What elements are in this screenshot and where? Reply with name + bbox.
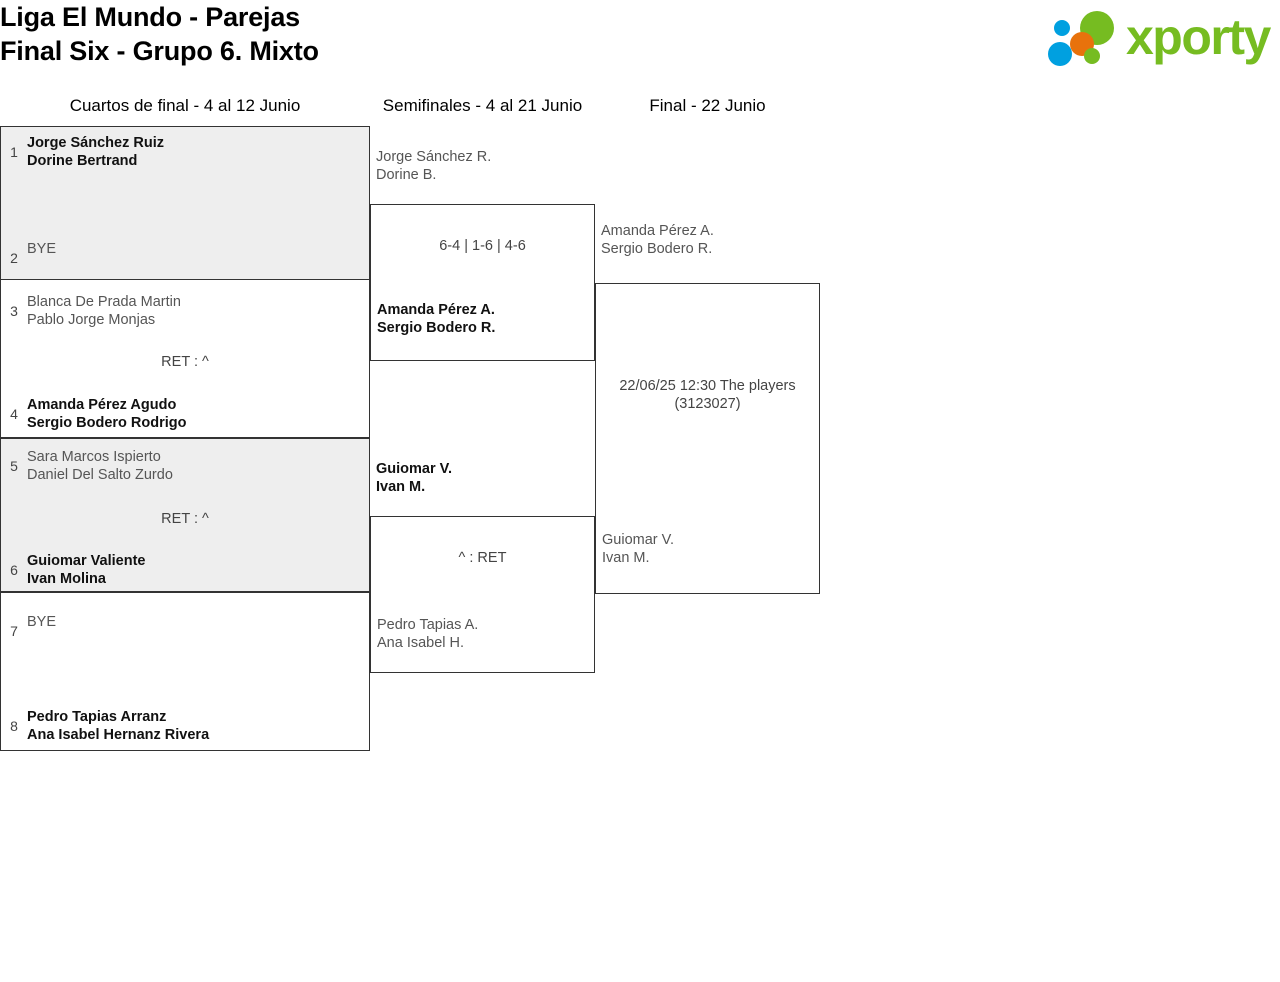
team-names: Pedro Tapias Arranz Ana Isabel Hernanz R… (27, 708, 369, 744)
player-name-1: Amanda Pérez Agudo (27, 397, 177, 413)
player-name-2: Ivan M. (376, 479, 426, 495)
team-names: Jorge Sánchez R. Dorine B. (376, 148, 595, 184)
tournament-name: Liga El Mundo - Parejas (0, 2, 300, 32)
match-slot-top[interactable]: 5 Sara Marcos Ispierto Daniel Del Salto … (1, 448, 369, 484)
logo-dot-blue-large (1048, 42, 1072, 66)
page-title: Liga El Mundo - Parejas Final Six - Grup… (0, 0, 900, 68)
match-sf-1[interactable]: 6-4 | 1-6 | 4-6 Amanda Pérez A. Sergio B… (370, 204, 595, 361)
team-names: Amanda Pérez A. Sergio Bodero R. (377, 301, 594, 337)
player-name-1: Amanda Pérez A. (377, 302, 495, 318)
seed-number: 2 (10, 250, 18, 266)
player-name-1: Sara Marcos Ispierto (27, 449, 161, 465)
logo-dot-blue-small (1054, 20, 1070, 36)
match-qf-2[interactable]: 3 Blanca De Prada Martin Pablo Jorge Mon… (0, 279, 370, 438)
match-slot-top[interactable]: 3 Blanca De Prada Martin Pablo Jorge Mon… (1, 293, 369, 329)
match-slot-bottom[interactable]: 8 Pedro Tapias Arranz Ana Isabel Hernanz… (1, 708, 369, 744)
team-names: Amanda Pérez Agudo Sergio Bodero Rodrigo (27, 396, 369, 432)
logo-wordmark: xporty (1126, 9, 1271, 65)
match-sf-1-top-label[interactable]: Jorge Sánchez R. Dorine B. (370, 146, 595, 204)
match-datetime-venue: 22/06/25 12:30 The players (619, 378, 796, 394)
team-names: Guiomar V. Ivan M. (602, 531, 819, 567)
seed-number: 4 (10, 406, 18, 422)
match-slot-top[interactable]: Jorge Sánchez R. Dorine B. (370, 148, 595, 184)
player-name-1: Jorge Sánchez R. (376, 149, 492, 165)
match-slot-bottom[interactable]: 6 Guiomar Valiente Ivan Molina (1, 552, 369, 588)
team-names: Jorge Sánchez Ruiz Dorine Bertrand (27, 134, 369, 170)
player-name-2: Daniel Del Salto Zurdo (27, 467, 173, 483)
player-name-1: Guiomar V. (602, 532, 674, 548)
seed-number: 8 (10, 718, 18, 734)
player-name-1: Guiomar V. (376, 461, 453, 477)
match-slot-top[interactable]: 1 Jorge Sánchez Ruiz Dorine Bertrand (1, 134, 369, 170)
xporty-logo: xporty (1048, 4, 1274, 70)
match-score: 6-4 | 1-6 | 4-6 (439, 238, 526, 254)
team-names: Pedro Tapias A. Ana Isabel H. (377, 616, 594, 652)
player-name-1: Blanca De Prada Martin (27, 294, 181, 310)
match-final-top-label[interactable]: Amanda Pérez A. Sergio Bodero R. (595, 218, 820, 283)
match-qf-3[interactable]: 5 Sara Marcos Ispierto Daniel Del Salto … (0, 438, 370, 592)
match-id: (3123027) (674, 396, 741, 412)
seed-number: 5 (10, 458, 18, 474)
match-slot-bottom[interactable]: 4 Amanda Pérez Agudo Sergio Bodero Rodri… (1, 396, 369, 432)
player-name-2: Ivan M. (602, 550, 650, 566)
match-qf-1[interactable]: 1 Jorge Sánchez Ruiz Dorine Bertrand 2 B… (0, 126, 370, 280)
match-slot-top[interactable]: Guiomar V. Ivan M. (370, 460, 595, 496)
match-score: RET : ^ (161, 511, 209, 527)
match-score: ^ : RET (458, 550, 507, 566)
player-name-2: Ana Isabel Hernanz Rivera (27, 727, 210, 743)
logo-dot-green-small (1084, 48, 1100, 64)
player-name-1: Jorge Sánchez Ruiz (27, 135, 164, 151)
seed-number: 6 (10, 562, 18, 578)
player-name-2: Dorine Bertrand (27, 153, 138, 169)
round-header-quarterfinals: Cuartos de final - 4 al 12 Junio (69, 96, 301, 115)
player-name-1: Amanda Pérez A. (601, 223, 714, 239)
team-names: BYE (27, 240, 369, 258)
team-names: Amanda Pérez A. Sergio Bodero R. (601, 222, 820, 258)
team-names: Blanca De Prada Martin Pablo Jorge Monja… (27, 293, 369, 329)
match-slot-bottom[interactable]: 2 BYE (1, 240, 369, 267)
player-name-2: Sergio Bodero R. (377, 320, 496, 336)
player-name-2: Dorine B. (376, 167, 437, 183)
match-slot-top[interactable]: Amanda Pérez A. Sergio Bodero R. (595, 222, 820, 258)
seed-number: 1 (10, 144, 18, 160)
player-name-2: Pablo Jorge Monjas (27, 312, 156, 328)
seed-number: 3 (10, 303, 18, 319)
player-name-1: Guiomar Valiente (27, 553, 146, 569)
player-name-2: Sergio Bodero Rodrigo (27, 415, 187, 431)
match-qf-4[interactable]: 7 BYE 8 Pedro Tapias Arranz Ana Isabel H… (0, 592, 370, 751)
team-names: Guiomar V. Ivan M. (376, 460, 595, 496)
team-names: Guiomar Valiente Ivan Molina (27, 552, 369, 588)
tournament-stage: Final Six - Grupo 6. Mixto (0, 36, 319, 66)
team-names: Sara Marcos Ispierto Daniel Del Salto Zu… (27, 448, 369, 484)
player-name-1: Pedro Tapias A. (377, 617, 479, 633)
seed-number: 7 (10, 623, 18, 639)
match-schedule-info: 22/06/25 12:30 The players (3123027) (596, 377, 819, 413)
match-sf-2[interactable]: ^ : RET Pedro Tapias A. Ana Isabel H. (370, 516, 595, 673)
player-name-2: Sergio Bodero R. (601, 241, 713, 257)
player-name-2: Ivan Molina (27, 571, 106, 587)
match-sf-2-top-label[interactable]: Guiomar V. Ivan M. (370, 458, 595, 516)
player-name-1: BYE (27, 614, 57, 630)
match-slot-bottom[interactable]: Amanda Pérez A. Sergio Bodero R. (371, 301, 594, 337)
match-slot-bottom[interactable]: Pedro Tapias A. Ana Isabel H. (371, 616, 594, 652)
player-name-2: Ana Isabel H. (377, 635, 465, 651)
round-header-final: Final - 22 Junio (649, 96, 766, 115)
round-header-semifinals: Semifinales - 4 al 21 Junio (382, 96, 583, 115)
match-slot-top[interactable]: 7 BYE (1, 613, 369, 640)
match-slot-bottom[interactable]: Guiomar V. Ivan M. (596, 531, 819, 567)
match-final[interactable]: 22/06/25 12:30 The players (3123027) Gui… (595, 283, 820, 594)
match-score: RET : ^ (161, 354, 209, 370)
team-names: BYE (27, 613, 369, 631)
player-name-1: Pedro Tapias Arranz (27, 709, 167, 725)
player-name-1: BYE (27, 241, 57, 257)
